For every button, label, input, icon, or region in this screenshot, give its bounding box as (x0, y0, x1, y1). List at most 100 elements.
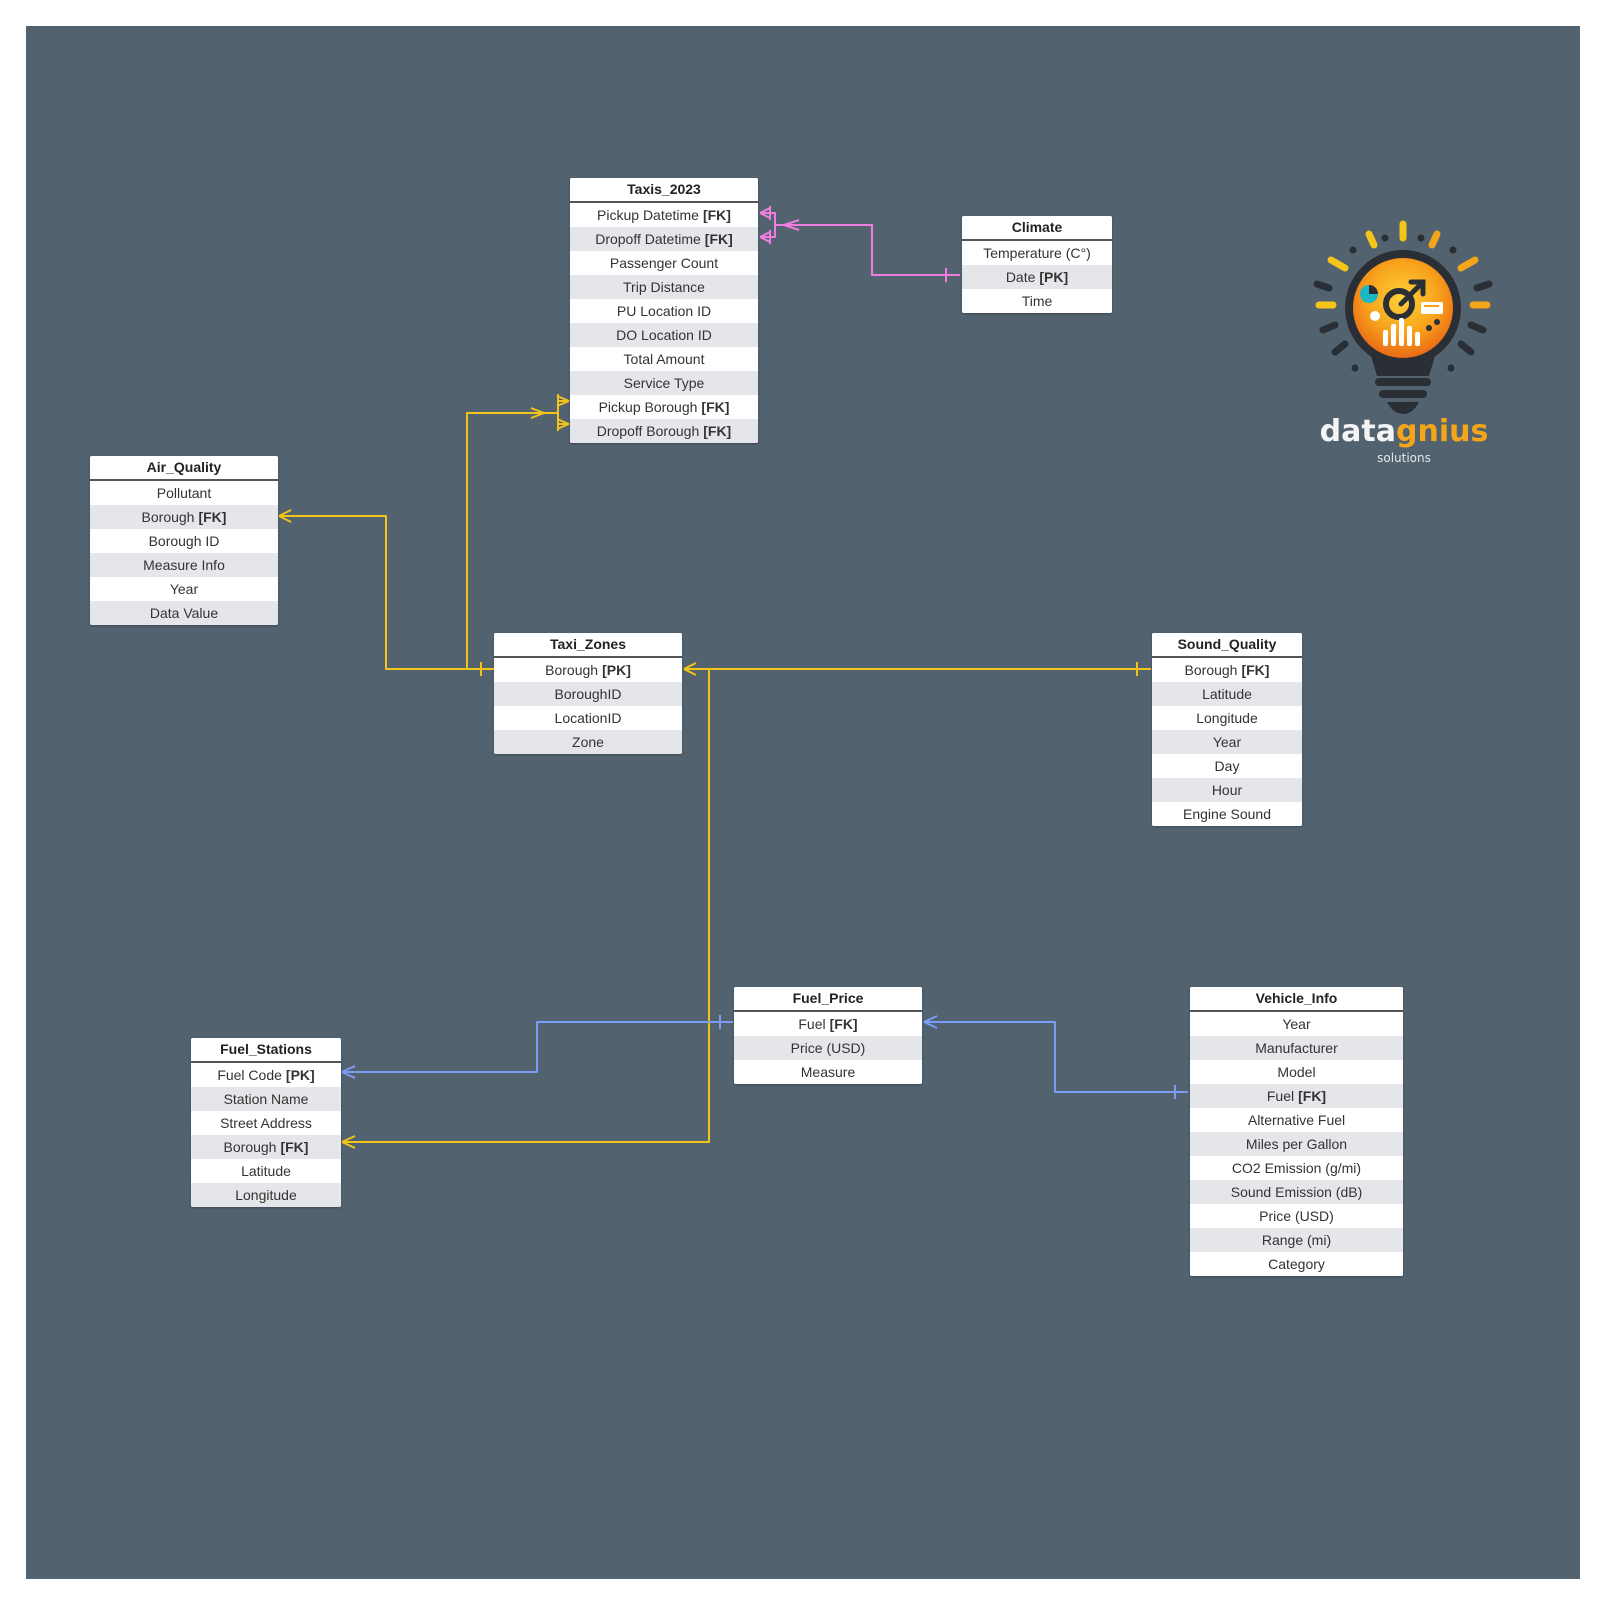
entity-row: Temperature (C°) (962, 241, 1112, 265)
column-name: Data Value (149, 605, 219, 621)
entity-row: LocationID (494, 706, 682, 730)
entity-row: Dropoff Datetime[FK] (570, 227, 758, 251)
entity-row: Street Address (191, 1111, 341, 1135)
entity-row: PU Location ID (570, 299, 758, 323)
entity-row: Pollutant (90, 481, 278, 505)
entity-row: Price (USD) (1190, 1204, 1403, 1228)
entity-row: Borough[PK] (494, 658, 682, 682)
entity-row: Sound Emission (dB) (1190, 1180, 1403, 1204)
entity-title: Vehicle_Info (1190, 987, 1403, 1012)
column-name: Service Type (623, 375, 705, 391)
connector-fuel-price-stations (341, 1015, 733, 1079)
column-name: Range (mi) (1261, 1232, 1332, 1248)
entity-row: Data Value (90, 601, 278, 625)
entity-title: Taxis_2023 (570, 178, 758, 203)
column-name: Model (1277, 1064, 1316, 1080)
column-name: Pickup Borough (598, 399, 698, 415)
connector-zones-air-quality (278, 509, 494, 676)
brand-tagline: solutions (1377, 451, 1431, 465)
column-name: Dropoff Borough (596, 423, 700, 439)
column-name: Miles per Gallon (1245, 1136, 1348, 1152)
column-name: Date (1005, 269, 1036, 285)
entity-row: DO Location ID (570, 323, 758, 347)
column-key-badge: [FK] (701, 399, 730, 415)
column-name: Latitude (241, 1163, 291, 1179)
entity-row: Service Type (570, 371, 758, 395)
entity-row: Measure (734, 1060, 922, 1084)
column-name: Borough (545, 662, 599, 678)
entity-row: Model (1190, 1060, 1403, 1084)
column-name: Longitude (235, 1187, 297, 1203)
column-name: BoroughID (554, 686, 622, 702)
entity-row: Alternative Fuel (1190, 1108, 1403, 1132)
column-name: Borough (1184, 662, 1238, 678)
column-name: Category (1268, 1256, 1325, 1272)
entity-row: Measure Info (90, 553, 278, 577)
column-key-badge: [PK] (602, 662, 631, 678)
entity-title: Fuel_Price (734, 987, 922, 1012)
entity-title: Fuel_Stations (191, 1038, 341, 1063)
brand-wordmark: datagnius (1320, 414, 1489, 449)
column-name: Pickup Datetime (597, 207, 699, 223)
column-name: Borough (223, 1139, 277, 1155)
column-name: Fuel (1266, 1088, 1295, 1104)
column-name: Measure Info (143, 557, 225, 573)
entity-title: Air_Quality (90, 456, 278, 481)
entity-row: BoroughID (494, 682, 682, 706)
column-name: Latitude (1202, 686, 1252, 702)
column-name: Time (1021, 293, 1053, 309)
entity-row: Day (1152, 754, 1302, 778)
entity-row: Zone (494, 730, 682, 754)
column-name: Pollutant (156, 485, 212, 501)
entity-row: Category (1190, 1252, 1403, 1276)
column-key-badge: [FK] (702, 207, 731, 223)
column-name: Measure (800, 1064, 856, 1080)
entity-row: Pickup Borough[FK] (570, 395, 758, 419)
column-name: Year (169, 581, 199, 597)
entity-row: Fuel[FK] (1190, 1084, 1403, 1108)
column-name: Price (USD) (1259, 1208, 1334, 1224)
entity-row: Total Amount (570, 347, 758, 371)
entity-row: Longitude (191, 1183, 341, 1207)
column-key-badge: [FK] (703, 423, 732, 439)
column-name: Alternative Fuel (1247, 1112, 1346, 1128)
column-name: Sound Emission (dB) (1230, 1184, 1363, 1200)
column-key-badge: [FK] (704, 231, 733, 247)
entity-row: Year (1190, 1012, 1403, 1036)
column-name: Temperature (C°) (983, 245, 1091, 261)
entity-row: Price (USD) (734, 1036, 922, 1060)
entity-row: Borough[FK] (191, 1135, 341, 1159)
datagnius-logo: datagnius solutions (1309, 218, 1499, 478)
entity-row: Pickup Datetime[FK] (570, 203, 758, 227)
entity-row: Borough[FK] (1152, 658, 1302, 682)
entity-row: Longitude (1152, 706, 1302, 730)
column-key-badge: [FK] (198, 509, 227, 525)
entity-title: Sound_Quality (1152, 633, 1302, 658)
column-name: Engine Sound (1183, 806, 1271, 822)
connector-zones-fuel-stations (341, 668, 710, 1149)
column-name: Year (1212, 734, 1242, 750)
column-name: Day (1214, 758, 1240, 774)
column-name: Street Address (220, 1115, 312, 1131)
entity-row: Dropoff Borough[FK] (570, 419, 758, 443)
column-name: Dropoff Datetime (595, 231, 701, 247)
column-name: CO2 Emission (g/mi) (1231, 1160, 1362, 1176)
entity-row: Engine Sound (1152, 802, 1302, 826)
entity-climate[interactable]: Climate Temperature (C°)Date[PK]Time (962, 216, 1112, 313)
entity-fuel-price[interactable]: Fuel_Price Fuel[FK]Price (USD)Measure (734, 987, 922, 1084)
diagram-canvas: Taxis_2023 Pickup Datetime[FK]Dropoff Da… (26, 26, 1580, 1579)
entity-row: Latitude (1152, 682, 1302, 706)
entity-row: Miles per Gallon (1190, 1132, 1403, 1156)
column-name: Longitude (1196, 710, 1258, 726)
entity-taxis-2023[interactable]: Taxis_2023 Pickup Datetime[FK]Dropoff Da… (570, 178, 758, 443)
connector-sound-zones (683, 662, 1151, 676)
column-name: Hour (1211, 782, 1243, 798)
entity-row: Range (mi) (1190, 1228, 1403, 1252)
column-name: Passenger Count (609, 255, 719, 271)
column-name: Borough ID (148, 533, 220, 549)
